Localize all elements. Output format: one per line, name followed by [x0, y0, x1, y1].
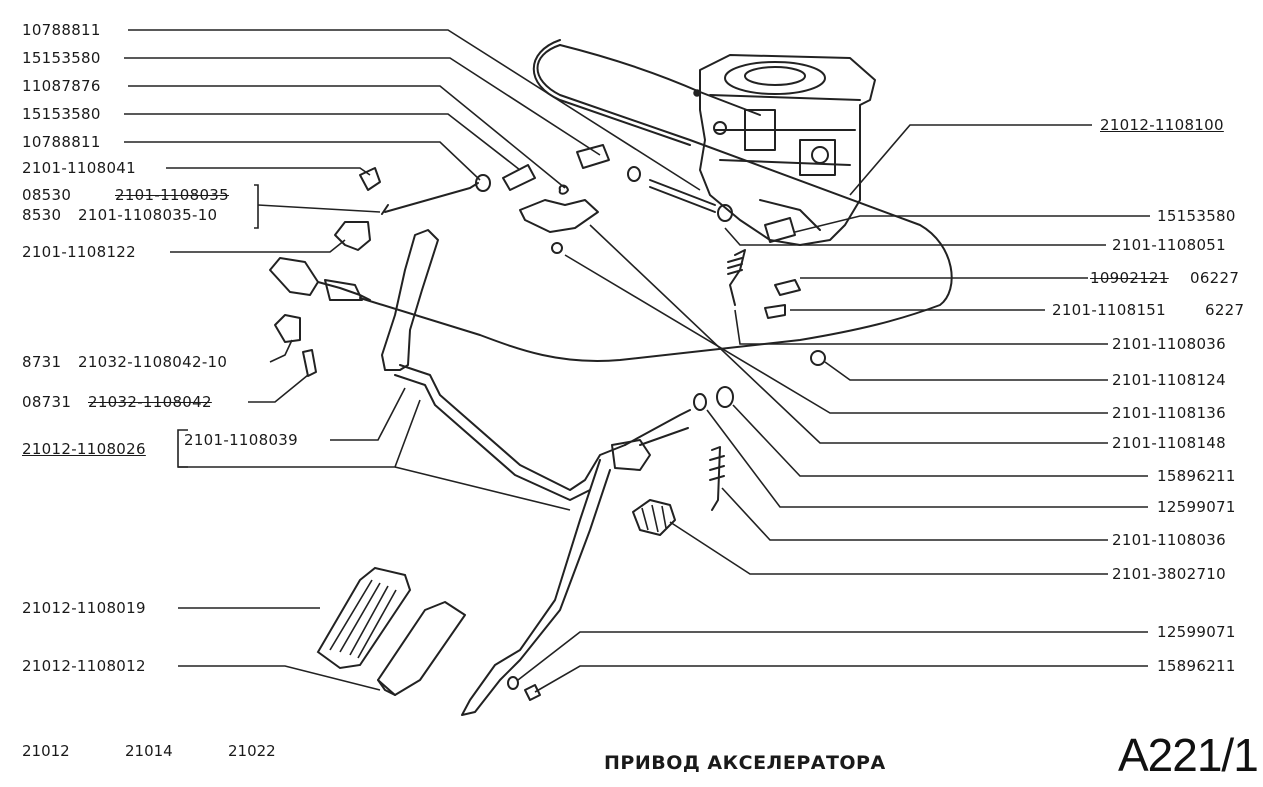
label-2101-1108148: 2101-1108148: [1112, 434, 1226, 452]
label-12599071-a: 12599071: [1157, 498, 1236, 516]
pedal-lever-drawing: [381, 229, 691, 716]
carburetor-drawing: [699, 54, 876, 246]
label-2101-1108039: 2101-1108039: [184, 431, 298, 449]
label-10788811-b: 10788811: [22, 133, 101, 151]
accelerator-cable-drawing: [359, 39, 953, 362]
diagram-code: A221/1: [1118, 729, 1259, 781]
label-11087876: 11087876: [22, 77, 101, 95]
small-parts-drawing: [507, 249, 826, 701]
label-21032-1108042: 21032-1108042: [88, 393, 212, 411]
label-15896211-a: 15896211: [1157, 467, 1236, 485]
label-21012-1108012: 21012-1108012: [22, 657, 146, 675]
label-6227: 6227: [1205, 301, 1245, 319]
rod-linkage-drawing: [334, 144, 796, 254]
label-2101-3802710: 2101-3802710: [1112, 565, 1226, 583]
label-2101-1108051: 2101-1108051: [1112, 236, 1226, 254]
label-2101-1108035: 2101-1108035: [115, 186, 229, 204]
label-15153580-r: 15153580: [1157, 207, 1236, 225]
label-2101-1108151: 2101-1108151: [1052, 301, 1166, 319]
label-2101-1108122: 2101-1108122: [22, 243, 136, 261]
label-8731: 8731: [22, 353, 62, 371]
label-15153580-b: 15153580: [22, 105, 101, 123]
model-21014: 21014: [125, 742, 173, 760]
label-12599071-b: 12599071: [1157, 623, 1236, 641]
label-2101-1108035-10: 2101-1108035-10: [78, 206, 218, 224]
label-10902121: 10902121: [1090, 269, 1169, 287]
label-21012-1108026: 21012-1108026: [22, 440, 146, 458]
diagram-title: ПРИВОД АКСЕЛЕРАТОРА: [604, 752, 886, 774]
label-08731: 08731: [22, 393, 72, 411]
label-2101-1108124: 2101-1108124: [1112, 371, 1226, 389]
label-21032-1108042-10: 21032-1108042-10: [78, 353, 228, 371]
label-21012-1108019: 21012-1108019: [22, 599, 146, 617]
label-06227: 06227: [1190, 269, 1240, 287]
cable-end-drawing: [269, 257, 371, 377]
leader-lines: [124, 29, 1150, 693]
label-10788811-top: 10788811: [22, 21, 101, 39]
label-08530: 08530: [22, 186, 72, 204]
label-2101-1108136: 2101-1108136: [1112, 404, 1226, 422]
label-2101-1108041: 2101-1108041: [22, 159, 136, 177]
label-2101-1108036-b: 2101-1108036: [1112, 531, 1226, 549]
model-21012: 21012: [22, 742, 70, 760]
label-15153580-a: 15153580: [22, 49, 101, 67]
label-8530: 8530: [22, 206, 62, 224]
model-21022: 21022: [228, 742, 276, 760]
label-15896211-b: 15896211: [1157, 657, 1236, 675]
pedal-pad-drawing: [316, 566, 466, 696]
label-21012-1108100: 21012-1108100: [1100, 116, 1224, 134]
label-2101-1108036-a: 2101-1108036: [1112, 335, 1226, 353]
